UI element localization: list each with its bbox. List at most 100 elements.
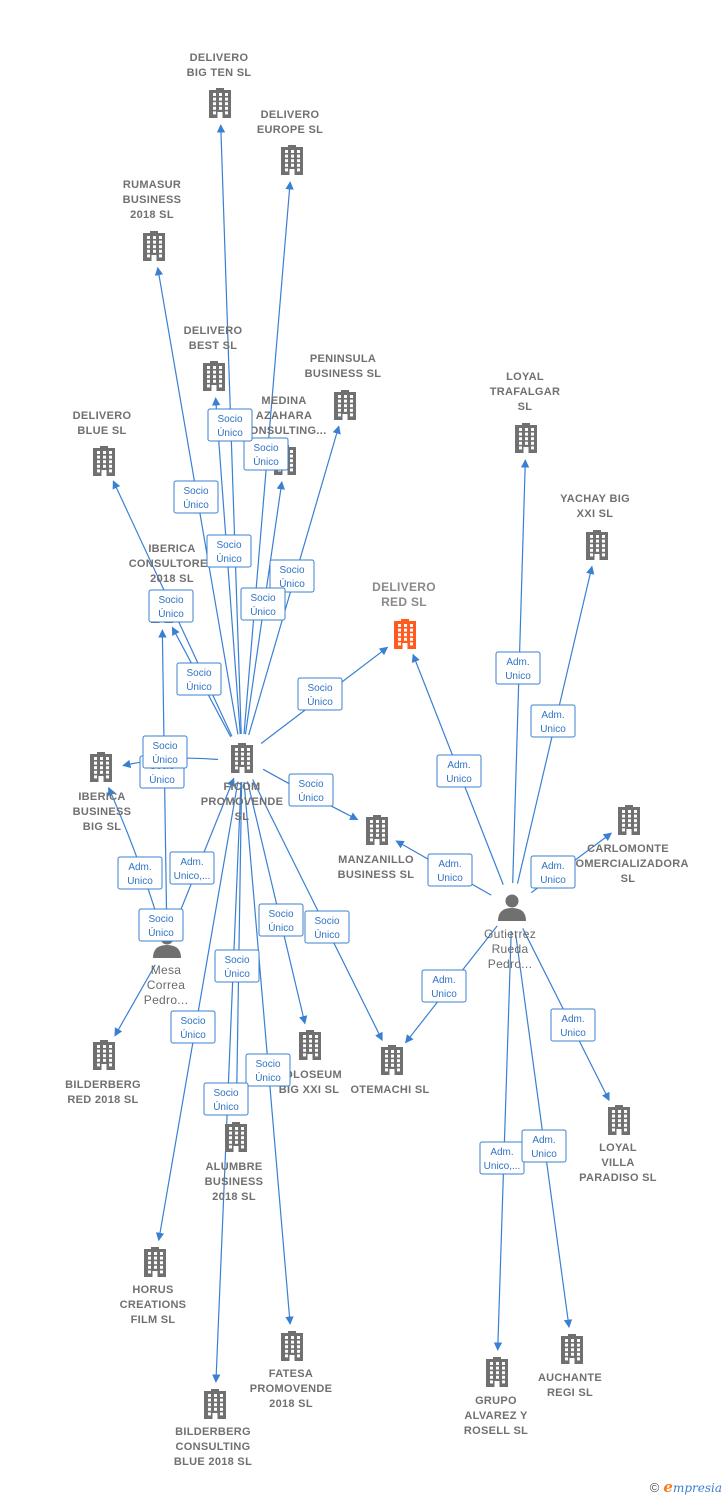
edge-label-mesa-to-iberica-big[interactable]: Adm.Unico xyxy=(117,856,163,890)
building-icon xyxy=(334,390,356,420)
edge-label-gutierrez-to-carlomonte[interactable]: Adm. Unico xyxy=(530,855,576,889)
node-label: 2018 SL xyxy=(150,573,194,585)
node-label: BEST SL xyxy=(189,340,238,352)
edge-label-text: Único xyxy=(268,921,294,934)
node-label: BIG XXI SL xyxy=(279,1084,339,1096)
edge-label-text: Adm. xyxy=(541,710,564,721)
edge-label-gutierrez-to-otemachi[interactable]: Adm.Unico xyxy=(421,969,467,1003)
edge-label-text: Adm. xyxy=(432,975,455,986)
node-label: CONSULTING xyxy=(176,1441,251,1453)
edge-label-box xyxy=(170,1010,216,1044)
edge-label-text: Adm. xyxy=(541,861,564,872)
node-label: MEDINA xyxy=(261,395,306,407)
node-label: TRAFALGAR xyxy=(490,386,561,398)
node-label: Rueda xyxy=(492,942,529,956)
edge-label-text: Socio xyxy=(158,595,183,606)
node-label: ALVAREZ Y xyxy=(464,1410,528,1422)
node-label: SL xyxy=(235,811,250,823)
edge-label-gutierrez-to-delivero-red[interactable]: Adm. Unico xyxy=(436,754,482,788)
edge-label-text: Adm. xyxy=(447,760,470,771)
building-icon xyxy=(608,1105,630,1135)
footer-credit: © empresia xyxy=(650,1478,722,1496)
brand-logo[interactable]: empresia xyxy=(663,1478,722,1496)
edge-label-box xyxy=(207,408,253,442)
node-label: PENINSULA xyxy=(310,353,376,365)
edge-label-box xyxy=(421,969,467,1003)
building-icon xyxy=(586,530,608,560)
node-label: CONSULTING... xyxy=(242,425,327,437)
edge-label-mesa-to-ficom[interactable]: Adm.Unico,... xyxy=(169,851,215,885)
node-otemachi[interactable]: OTEMACHI SL xyxy=(350,1045,429,1096)
edge-label-text: Único xyxy=(253,455,279,468)
edge-label-text: Único xyxy=(250,605,276,618)
node-label: FILM SL xyxy=(131,1314,176,1326)
node-label: PROMOVENDE xyxy=(201,796,283,808)
node-label: 2018 SL xyxy=(212,1191,256,1203)
edge-label-text: Unico,... xyxy=(174,871,211,882)
node-label: BUSINESS xyxy=(205,1176,264,1188)
node-label: GRUPO xyxy=(475,1395,517,1407)
edge-label-text: Adm. xyxy=(128,862,151,873)
edge-label-text: Unico xyxy=(540,875,566,886)
node-label: BLUE SL xyxy=(77,425,126,437)
node-gutierrez[interactable]: GutierrezRuedaPedro... xyxy=(484,894,536,972)
edge-label-gutierrez-to-loyal-villa[interactable]: Adm.Unico xyxy=(550,1008,596,1042)
edge-label-gutierrez-to-grupo-alvarez[interactable]: Adm.Unico,... xyxy=(479,1141,525,1175)
edge-label-gutierrez-to-manzanillo[interactable]: Adm.Unico xyxy=(427,853,473,887)
node-mesa[interactable]: MesaCorreaPedro... xyxy=(144,931,188,1008)
edge-label-gutierrez-to-yachay[interactable]: Adm.Unico xyxy=(530,704,576,738)
edge-label-box xyxy=(176,662,222,696)
building-icon xyxy=(204,1389,226,1419)
edge-label-text: Unico xyxy=(560,1028,586,1039)
node-label: Mesa xyxy=(151,963,182,977)
edge-label-gutierrez-to-auchante[interactable]: Adm.Unico xyxy=(521,1129,567,1163)
edge-label-text: Único xyxy=(255,1071,281,1084)
edge-label-gutierrez-to-loyal-trafalgar[interactable]: Adm.Unico xyxy=(495,651,541,685)
edge-label-text: Adm. xyxy=(490,1147,513,1158)
edge-label-text: Socio xyxy=(152,741,177,752)
edge-label-text: Socio xyxy=(268,909,293,920)
edge-label-text: Unico xyxy=(446,774,472,785)
